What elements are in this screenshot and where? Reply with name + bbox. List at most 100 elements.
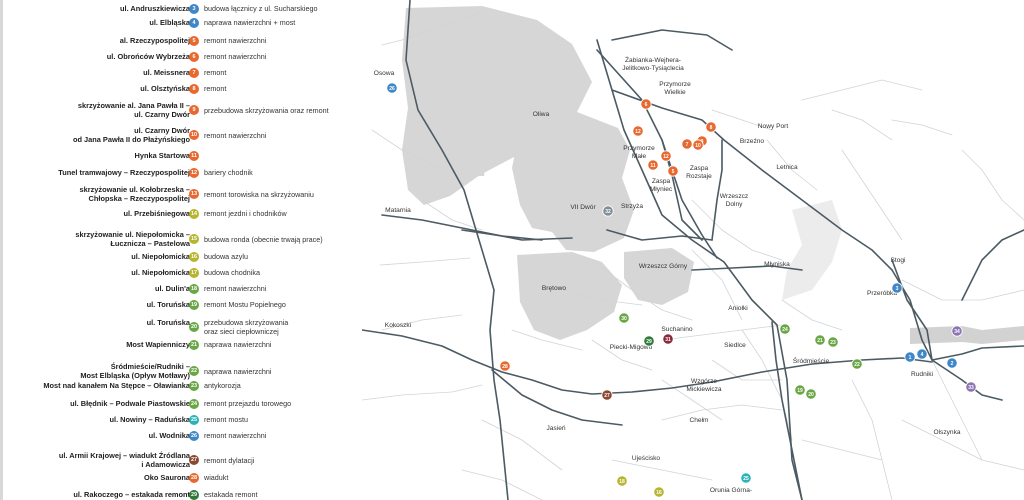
map-marker[interactable]: 21	[814, 334, 826, 346]
map-marker-circle[interactable]	[660, 150, 672, 162]
legend-location: ul. Meissnera	[143, 68, 190, 77]
map-marker[interactable]: 22	[851, 358, 863, 370]
map-marker-circle[interactable]	[740, 472, 752, 484]
map-marker[interactable]: 23	[827, 336, 839, 348]
legend-number-badge: 13	[189, 189, 199, 199]
map-marker[interactable]: 31	[662, 333, 674, 345]
map-marker[interactable]: 30	[618, 312, 630, 324]
map-marker[interactable]: 1	[904, 351, 916, 363]
map-marker-circle[interactable]	[916, 348, 928, 360]
legend-description: bariery chodnik	[204, 168, 253, 177]
district-label: Kokoszki	[385, 322, 412, 329]
district-label: Nowy Port	[758, 123, 789, 130]
map-marker-circle[interactable]	[601, 389, 613, 401]
district-label: Jasień	[546, 425, 565, 432]
forest-area	[466, 162, 486, 176]
map-marker[interactable]: 24	[779, 323, 791, 335]
minor-road	[766, 139, 818, 191]
map-marker-circle[interactable]	[946, 357, 958, 369]
district-label: Brzeźno	[740, 138, 765, 145]
map-marker-circle[interactable]	[827, 336, 839, 348]
map-marker[interactable]: 2	[946, 357, 958, 369]
map-marker-circle[interactable]	[499, 360, 511, 372]
forest-area	[624, 248, 694, 305]
map-marker-circle[interactable]	[647, 159, 659, 171]
map-marker[interactable]: 5	[667, 165, 679, 177]
district-label: Stogi	[890, 257, 906, 264]
map-marker[interactable]: 7	[681, 138, 693, 150]
map-marker-circle[interactable]	[891, 282, 903, 294]
district-label: Olszynka	[933, 429, 960, 436]
legend-number-badge: 17	[189, 267, 199, 278]
map-marker[interactable]: 25	[740, 472, 752, 484]
map-marker-circle[interactable]	[616, 475, 628, 487]
map-marker-number: 31	[665, 337, 671, 343]
minor-road	[891, 119, 953, 136]
map-marker-circle[interactable]	[904, 351, 916, 363]
legend-scroll-edge	[0, 0, 3, 500]
legend-location: ul. Niepołomicka	[131, 268, 190, 277]
map-marker[interactable]: 6	[640, 98, 652, 110]
map-marker[interactable]: 3	[891, 282, 903, 294]
map-marker-circle[interactable]	[965, 381, 977, 393]
map-marker-circle[interactable]	[602, 205, 614, 217]
map-marker[interactable]: 10	[692, 139, 704, 151]
map-marker-circle[interactable]	[805, 388, 817, 400]
legend-number-badge: 9	[189, 105, 199, 115]
map-marker[interactable]: 8	[705, 121, 717, 133]
map-marker-circle[interactable]	[640, 98, 652, 110]
map-marker[interactable]: 26	[386, 82, 398, 94]
minor-road	[371, 129, 443, 171]
legend-description: budowa łącznicy z ul. Sucharskiego	[204, 4, 318, 13]
minor-road	[461, 469, 543, 500]
major-road	[606, 229, 713, 241]
map-marker[interactable]: 34	[951, 325, 963, 337]
map-marker[interactable]: 19	[794, 384, 806, 396]
legend-location: ul. Dulin'a	[154, 284, 190, 293]
map-marker-circle[interactable]	[618, 312, 630, 324]
map-marker-circle[interactable]	[667, 165, 679, 177]
minor-road	[691, 199, 783, 261]
map-marker[interactable]: 18	[616, 475, 628, 487]
map-marker[interactable]: 12	[632, 125, 644, 137]
map-marker-circle[interactable]	[692, 139, 704, 151]
legend-number-badge: 19	[189, 299, 199, 310]
map-marker[interactable]: 32	[602, 205, 614, 217]
map-marker-circle[interactable]	[643, 335, 655, 347]
map-marker-circle[interactable]	[681, 138, 693, 150]
map-markers[interactable]: 2661289710121153233414233302931242123222…	[386, 82, 977, 498]
map-marker[interactable]: 12	[660, 150, 672, 162]
map-marker-circle[interactable]	[779, 323, 791, 335]
map-marker-circle[interactable]	[951, 325, 963, 337]
minor-road	[661, 324, 783, 341]
map-marker[interactable]: 4	[916, 348, 928, 360]
map-marker-circle[interactable]	[851, 358, 863, 370]
map-marker[interactable]: 16	[653, 486, 665, 498]
map-marker[interactable]: 11	[647, 159, 659, 171]
map-marker[interactable]: 29	[643, 335, 655, 347]
map-marker-circle[interactable]	[632, 125, 644, 137]
map-marker[interactable]: 33	[965, 381, 977, 393]
legend-location: ul. Toruńska	[146, 300, 190, 309]
minor-road	[381, 11, 483, 46]
map-marker-circle[interactable]	[653, 486, 665, 498]
map-marker[interactable]: 20	[805, 388, 817, 400]
map-svg[interactable]: OsowaOliwaŻabianka-Wejhera-Jelitkowo-Tys…	[362, 0, 1024, 500]
district-label: Strzyża	[621, 203, 643, 210]
map-marker-circle[interactable]	[794, 384, 806, 396]
map-marker-number: 5	[672, 169, 675, 175]
legend-number-badge: 11	[189, 150, 199, 161]
map-marker-circle[interactable]	[705, 121, 717, 133]
map-marker-circle[interactable]	[386, 82, 398, 94]
legend-description: naprawa nawierzchni	[204, 366, 272, 376]
map-marker-circle[interactable]	[814, 334, 826, 346]
legend-location: ul. Niepołomicka	[131, 252, 190, 261]
legend-location: ul. Przebiśniegowa	[123, 209, 190, 218]
map-marker-circle[interactable]	[662, 333, 674, 345]
legend-location: ul. Obrońców Wybrzeża	[106, 52, 190, 61]
map-marker-number: 11	[650, 163, 656, 169]
map-marker[interactable]: 28	[499, 360, 511, 372]
map-marker[interactable]: 27	[601, 389, 613, 401]
